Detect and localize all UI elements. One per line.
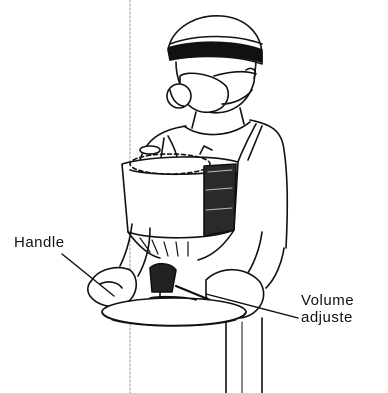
respirator-mask-icon [167,72,256,112]
cap-icon [168,16,262,64]
volume-adjuster-callout-label: Volume adjuste [301,292,354,326]
volume-label-line-2: adjuste [301,309,354,326]
handle-callout-label: Handle [14,234,65,251]
volume-label-line-1: Volume [301,292,354,309]
left-glove-icon [88,224,150,306]
hopper-icon [122,146,238,260]
